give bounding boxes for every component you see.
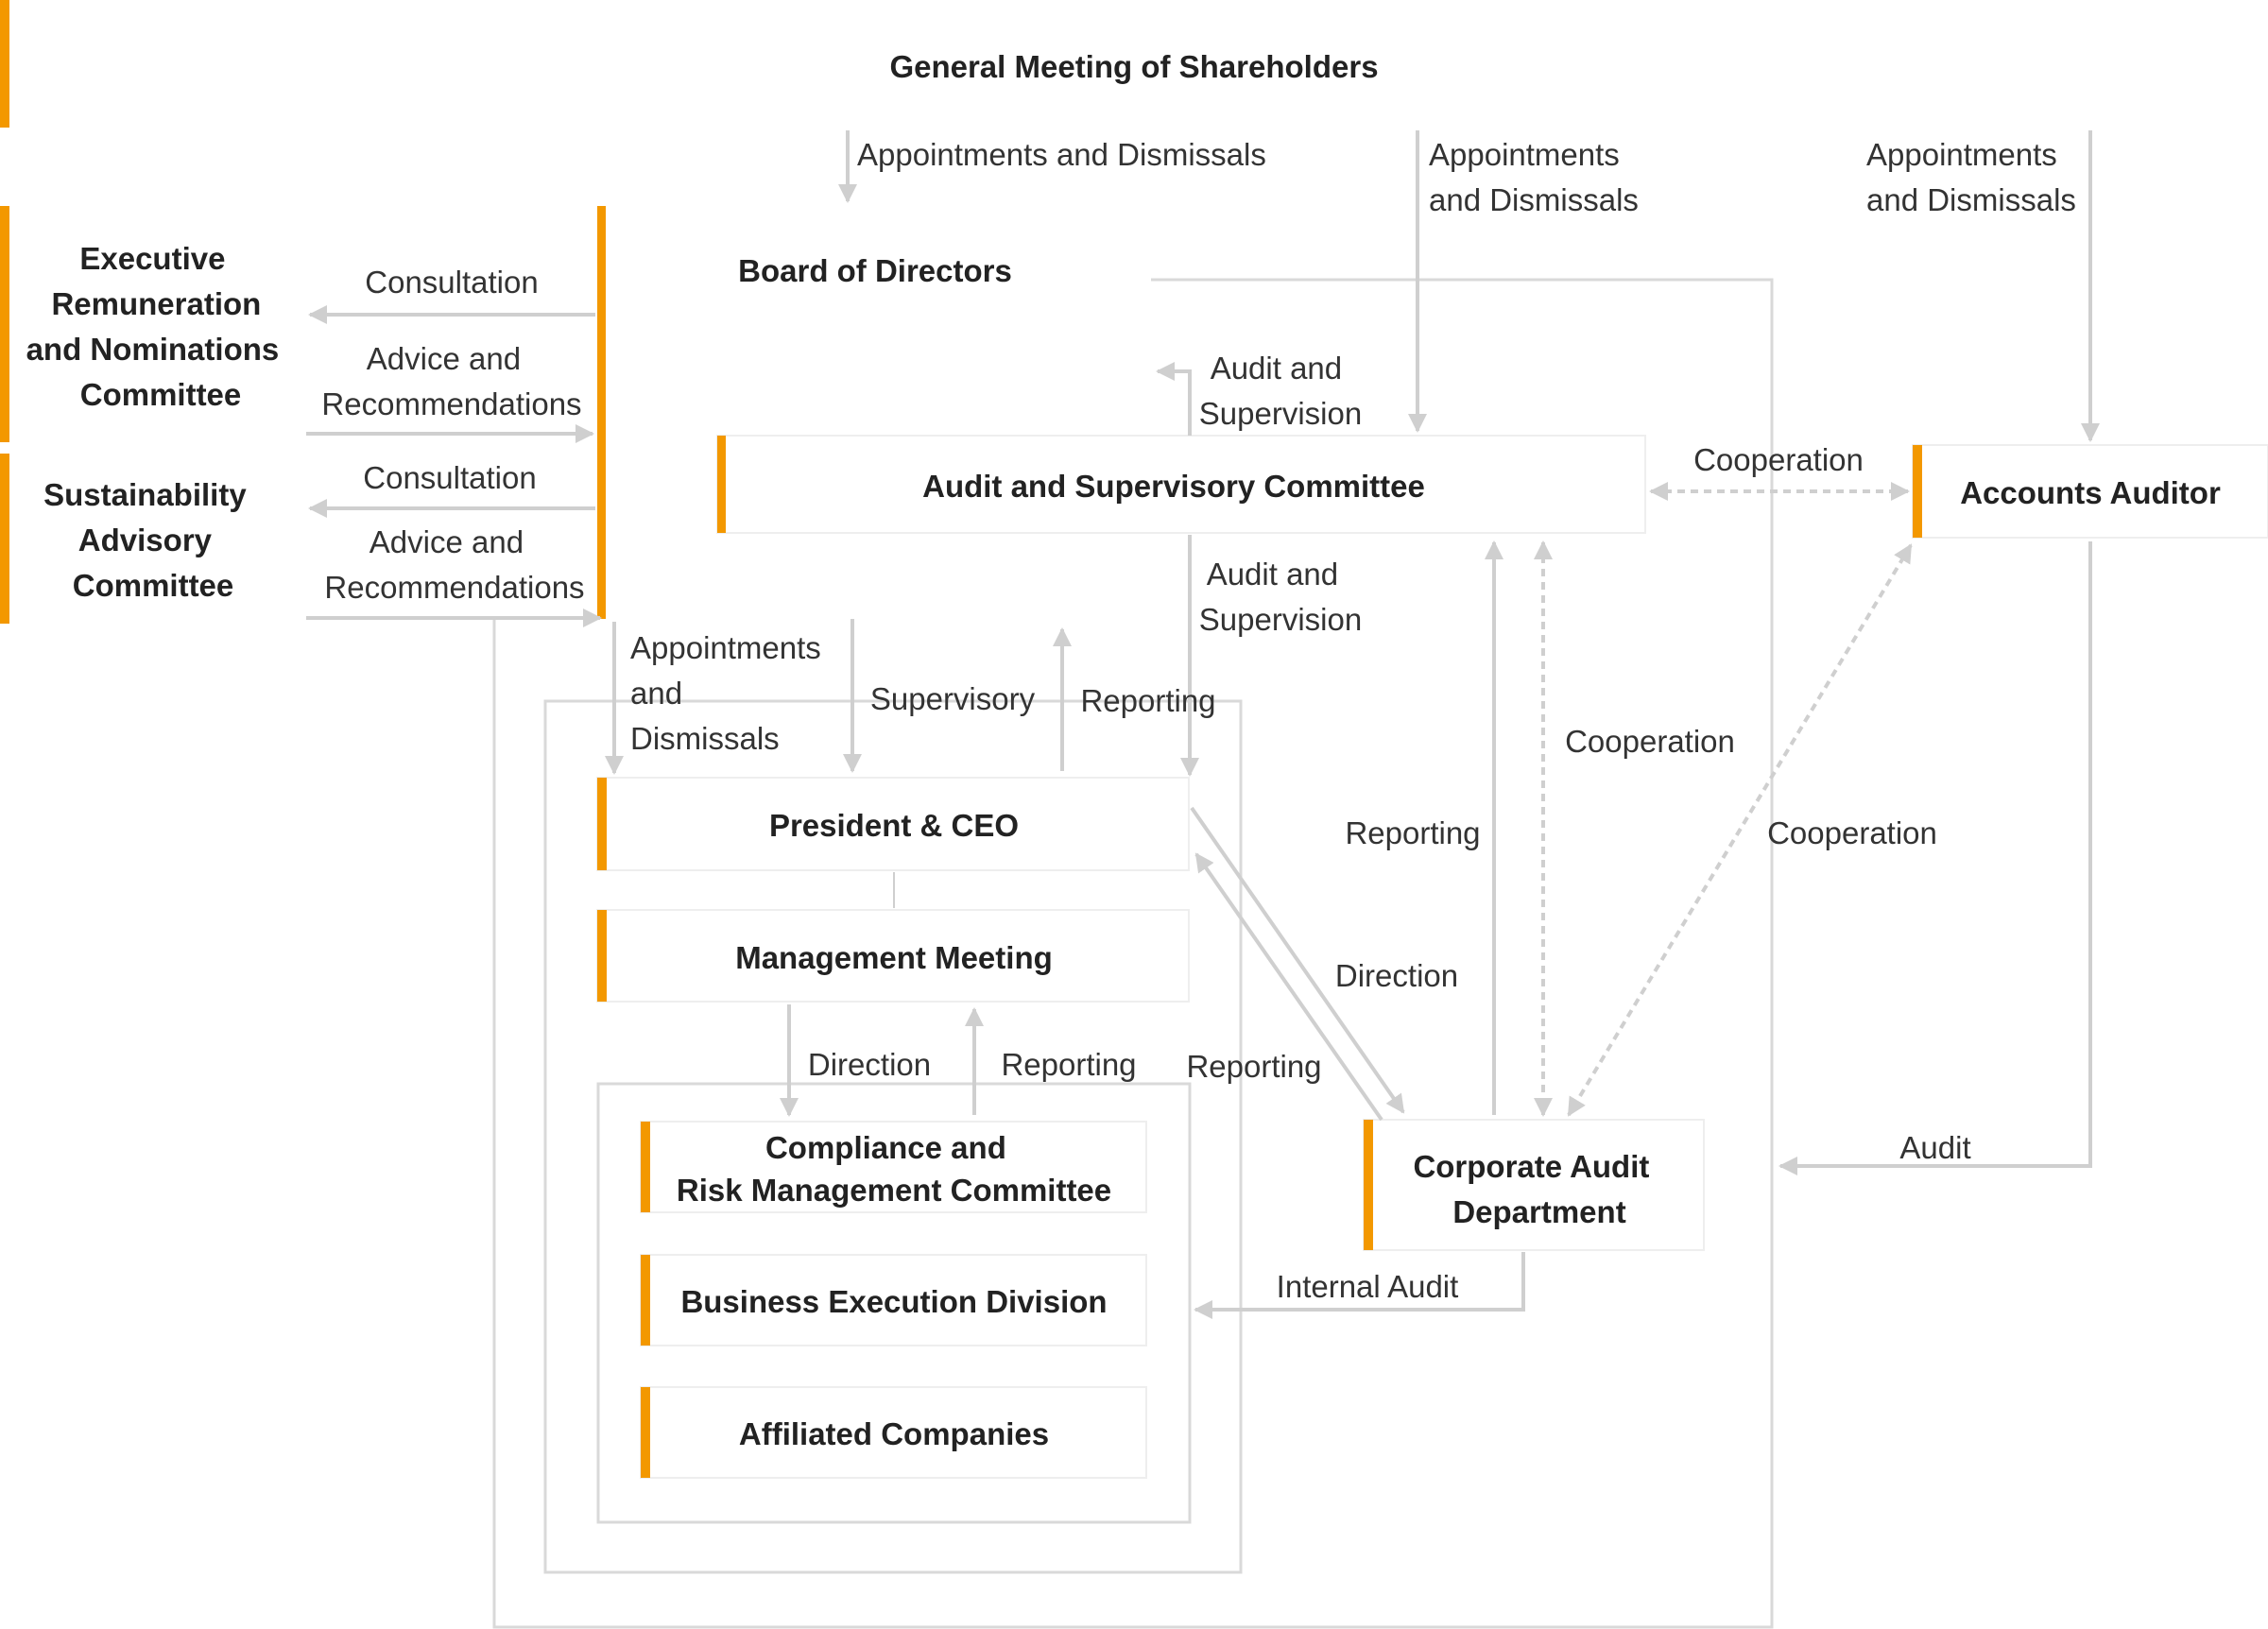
management-meeting-box xyxy=(596,909,1190,1003)
label-cooperation-diagonal: Cooperation xyxy=(1767,815,1937,850)
accent-bar-board xyxy=(597,206,606,619)
label-internal-audit: Internal Audit xyxy=(1277,1269,1459,1304)
label-advice-exec: Advice and Recommendations xyxy=(321,341,581,421)
management-meeting-title: Management Meeting xyxy=(735,940,1053,975)
business-execution-title: Business Execution Division xyxy=(680,1284,1107,1319)
label-audit-supervision-board: Audit and Supervision xyxy=(1199,351,1362,431)
corporate-audit-title: Corporate Audit Department xyxy=(1413,1149,1658,1229)
label-appointments-audit-committee: Appointments and Dismissals xyxy=(1429,137,1639,217)
arrow-audit-supervision-board xyxy=(1156,362,1192,436)
label-consultation-sustain: Consultation xyxy=(363,460,536,495)
compliance-title: Compliance and Risk Management Committee xyxy=(677,1130,1111,1208)
label-reporting-president: Reporting xyxy=(1080,683,1215,718)
accounts-auditor-title: Accounts Auditor xyxy=(1960,475,2221,510)
label-direction-corporate: Direction xyxy=(1335,958,1458,993)
business-execution-box xyxy=(640,1254,1147,1346)
label-appointments-board: Appointments and Dismissals xyxy=(857,137,1266,172)
accounts-auditor-box xyxy=(1912,444,2268,539)
label-audit-supervision-president: Audit and Supervision xyxy=(1199,557,1362,637)
arrow-reporting-to-president xyxy=(1194,852,1383,1122)
label-cooperation-accounts: Cooperation xyxy=(1693,442,1864,477)
label-direction-mm: Direction xyxy=(808,1047,931,1082)
corporate-audit-box xyxy=(1363,1119,1705,1251)
compliance-box xyxy=(640,1121,1147,1213)
label-consultation-exec: Consultation xyxy=(365,265,538,300)
label-reporting-mm: Reporting xyxy=(1001,1047,1136,1082)
arrow-cooperation-diagonal xyxy=(1567,543,1913,1117)
board-frame xyxy=(492,278,1774,1629)
arrow-internal-audit xyxy=(1194,1252,1525,1319)
affiliated-title: Affiliated Companies xyxy=(739,1416,1049,1451)
label-advice-sustain: Advice and Recommendations xyxy=(324,524,584,605)
label-cooperation-corporate: Cooperation xyxy=(1565,724,1735,759)
label-audit: Audit xyxy=(1899,1130,1970,1165)
president-title: President & CEO xyxy=(769,808,1019,843)
label-appointments-accounts-auditor: Appointments and Dismissals xyxy=(1866,137,2076,217)
arrow-audit xyxy=(1778,541,2092,1175)
label-appointments-president: Appointments and Dismissals xyxy=(630,630,830,756)
affiliated-box xyxy=(640,1386,1147,1479)
shareholders-title: General Meeting of Shareholders xyxy=(889,49,1378,84)
audit-committee-box xyxy=(716,435,1646,534)
audit-committee-title: Audit and Supervisory Committee xyxy=(922,469,1425,504)
label-reporting-to-president: Reporting xyxy=(1186,1049,1321,1084)
sustainability-title: Sustainability Advisory Committee xyxy=(43,477,255,603)
accent-bar-sustainability xyxy=(0,454,9,624)
accent-bar-exec-committee xyxy=(0,206,9,442)
business-frame xyxy=(596,1082,1192,1524)
accent-bar-shareholders xyxy=(0,0,9,128)
arrow-direction-corporate xyxy=(1190,806,1405,1114)
label-supervisory: Supervisory xyxy=(870,681,1036,716)
executive-frame xyxy=(543,699,1243,1574)
label-reporting-corporate: Reporting xyxy=(1345,815,1480,850)
exec-committee-title: Executive Remuneration and Nominations C… xyxy=(26,241,288,412)
president-box xyxy=(596,777,1190,871)
board-title: Board of Directors xyxy=(738,253,1012,288)
